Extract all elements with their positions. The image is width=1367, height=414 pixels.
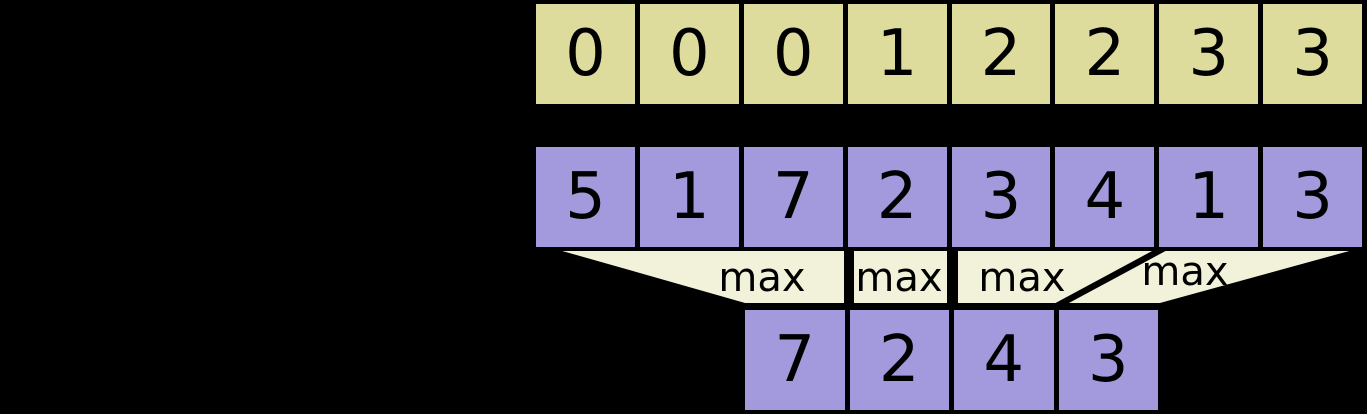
block-index-value: 0: [565, 17, 606, 91]
array-value: 3: [980, 160, 1022, 234]
array-value: 5: [565, 160, 606, 234]
array-cell: 4: [1055, 147, 1155, 247]
block-index-cell: 1: [847, 4, 947, 104]
block-index-cell: 0: [536, 4, 635, 104]
block-max-row: 7 2 4 3: [745, 310, 1158, 410]
array-row: 5 1 7 2 3 4 1 3: [536, 147, 1367, 247]
array-cell: 1: [1159, 147, 1259, 247]
block-max-cell: 4: [954, 310, 1054, 410]
max-operation-label: max: [1141, 249, 1229, 295]
block-max-cell: 7: [745, 310, 845, 410]
block-index-value: 0: [772, 17, 814, 91]
max-operation-label: max: [855, 255, 943, 301]
block-index-value: 1: [876, 17, 918, 91]
block-index-cell: 3: [1263, 4, 1367, 104]
max-operation-label: max: [718, 255, 806, 301]
block-index-row: 0 0 0 1 2 2 3 3: [536, 4, 1367, 104]
array-value: 7: [772, 160, 814, 234]
array-cell: 3: [1263, 147, 1367, 247]
block-index-cell: 0: [639, 4, 739, 104]
block-index-cell: 2: [951, 4, 1051, 104]
block-max-value: 7: [774, 323, 816, 397]
max-operation-label: max: [978, 255, 1066, 301]
array-value: 3: [1292, 160, 1333, 234]
array-cell: 2: [847, 147, 947, 247]
block-max-value: 4: [983, 323, 1025, 397]
block-index-cell: 3: [1159, 4, 1259, 104]
array-cell: 5: [536, 147, 635, 247]
array-cell: 7: [743, 147, 843, 247]
block-max-cell: 3: [1058, 310, 1158, 410]
block-max-value: 2: [878, 323, 920, 397]
block-index-cell: 0: [743, 4, 843, 104]
array-value: 2: [876, 160, 918, 234]
block-index-cell: 2: [1055, 4, 1155, 104]
block-max-value: 3: [1087, 323, 1129, 397]
block-index-value: 2: [980, 17, 1022, 91]
array-cell: 3: [951, 147, 1051, 247]
block-index-value: 2: [1084, 17, 1126, 91]
array-cell: 1: [639, 147, 739, 247]
block-max-cell: 2: [849, 310, 949, 410]
block-index-value: 3: [1292, 17, 1333, 91]
block-index-value: 0: [668, 17, 710, 91]
array-value: 1: [1188, 160, 1230, 234]
array-value: 1: [668, 160, 710, 234]
array-value: 4: [1084, 160, 1126, 234]
block-index-value: 3: [1188, 17, 1230, 91]
